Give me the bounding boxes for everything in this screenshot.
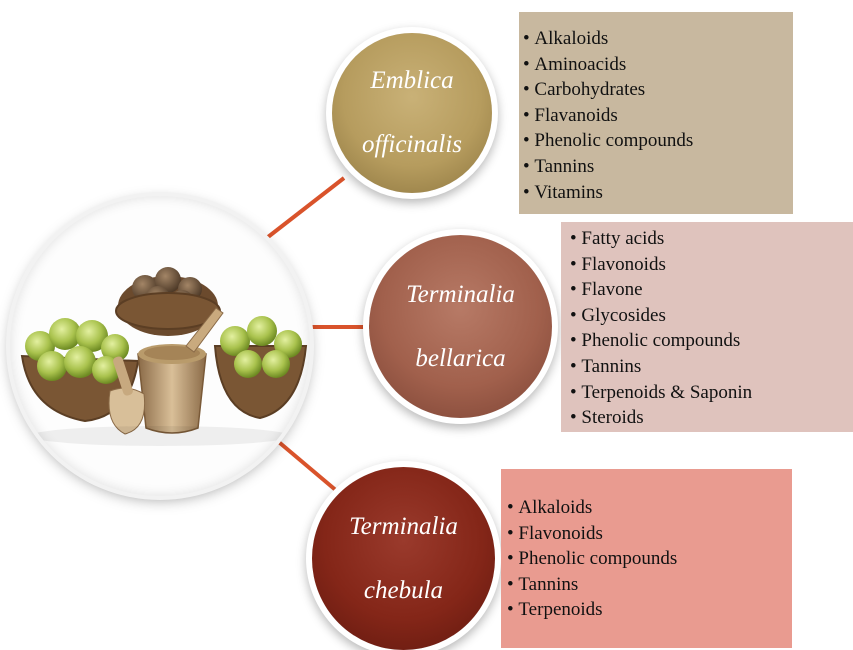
list-item: Vitamins: [523, 180, 793, 206]
list-item: Terpenoids: [507, 597, 792, 623]
list-item: Phenolic compounds: [523, 128, 793, 154]
list-item: Tannins: [523, 154, 793, 180]
list-item: Phenolic compounds: [570, 328, 853, 354]
herbal-fruits-bowls-icon: [10, 196, 310, 496]
compound-list-emblica-officinalis: Alkaloids Aminoacids Carbohydrates Flava…: [519, 12, 793, 214]
list-item: Alkaloids: [523, 26, 793, 52]
list-item: Tannins: [507, 572, 792, 598]
list-item: Terpenoids & Saponin: [570, 380, 853, 406]
species-name-line1: Terminalia: [406, 279, 515, 311]
compound-list-terminalia-chebula: Alkaloids Flavonoids Phenolic compounds …: [501, 469, 792, 648]
list-item: Flavonoids: [570, 252, 853, 278]
center-photo-circle: [10, 196, 310, 496]
list-item: Fatty acids: [570, 226, 853, 252]
species-name-line2: bellarica: [406, 343, 515, 375]
species-name-line2: chebula: [349, 575, 458, 607]
list-item: Tannins: [570, 354, 853, 380]
list-item: Phenolic compounds: [507, 546, 792, 572]
species-node-terminalia-bellarica: Terminalia bellarica: [369, 235, 552, 418]
list-item: Alkaloids: [507, 495, 792, 521]
species-name-line1: Emblica: [362, 65, 462, 97]
list-item: Flavanoids: [523, 103, 793, 129]
list-item: Flavone: [570, 277, 853, 303]
species-name-line1: Terminalia: [349, 511, 458, 543]
list-item: Glycosides: [570, 303, 853, 329]
species-name-line2: officinalis: [362, 129, 462, 161]
species-node-terminalia-chebula: Terminalia chebula: [312, 467, 495, 650]
compound-list-terminalia-bellarica: Fatty acids Flavonoids Flavone Glycoside…: [561, 222, 853, 432]
species-node-emblica-officinalis: Emblica officinalis: [332, 33, 492, 193]
list-item: Flavonoids: [507, 521, 792, 547]
list-item: Aminoacids: [523, 52, 793, 78]
list-item: Carbohydrates: [523, 77, 793, 103]
list-item: Steroids: [570, 405, 853, 431]
